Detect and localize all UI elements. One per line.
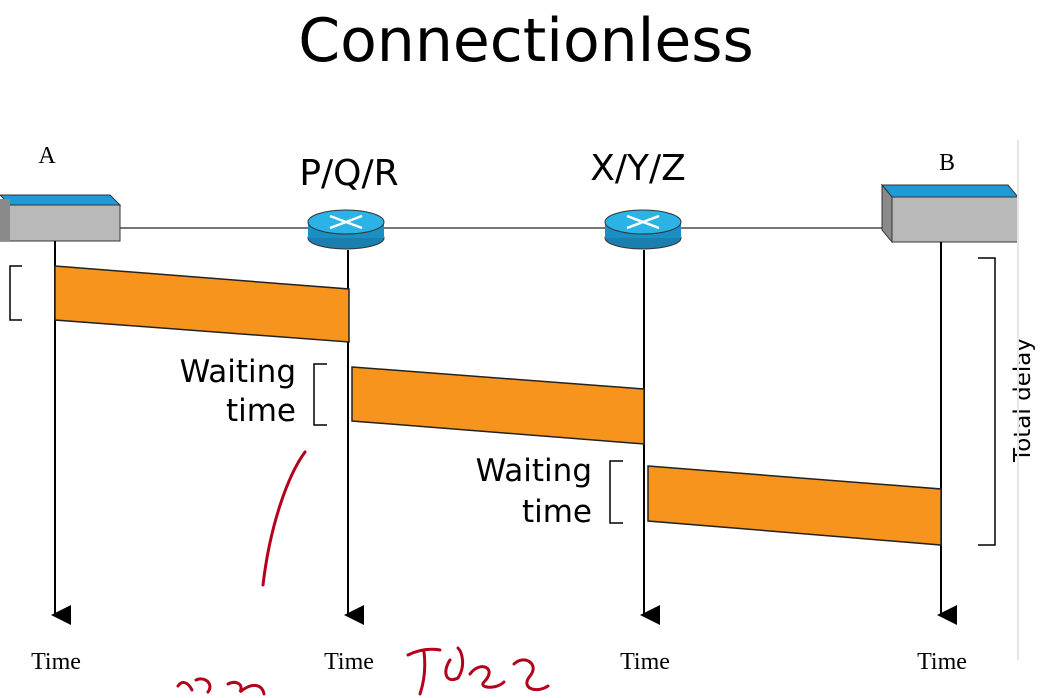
- waiting-time-2-line2: time: [522, 494, 592, 530]
- time-label-router-1: Time: [324, 649, 374, 675]
- host-a-icon: [0, 194, 122, 242]
- packet-hop-1: [54, 265, 350, 343]
- handwritten-scribble-1: [176, 677, 266, 696]
- router-2-icon: [604, 209, 682, 250]
- page-title: Connectionless: [298, 6, 754, 76]
- packet-hop-2: [351, 366, 645, 445]
- waiting-time-1-bracket: [313, 363, 327, 426]
- time-label-router-2: Time: [620, 649, 670, 675]
- waiting-time-2-bracket: [609, 460, 623, 524]
- transmission-bracket: [9, 265, 22, 321]
- router-1-icon: [307, 209, 385, 250]
- time-label-a: Time: [31, 649, 81, 675]
- handwritten-scribble-2: [406, 646, 550, 696]
- handwritten-stroke-1: [261, 450, 307, 587]
- host-a-label: A: [38, 143, 56, 169]
- waiting-time-1-line1: Waiting: [180, 354, 296, 390]
- waiting-time-2-line1: Waiting: [476, 453, 592, 489]
- packet-hop-3: [647, 465, 942, 546]
- router-2-label: X/Y/Z: [590, 148, 686, 189]
- total-delay-label: Total delay: [1010, 338, 1036, 463]
- waiting-time-1-line2: time: [226, 393, 296, 429]
- host-b-label: B: [939, 150, 955, 176]
- time-label-b: Time: [917, 649, 967, 675]
- host-b-icon: [880, 183, 1020, 244]
- total-delay-bracket: [978, 257, 996, 546]
- router-1-label: P/Q/R: [299, 153, 398, 194]
